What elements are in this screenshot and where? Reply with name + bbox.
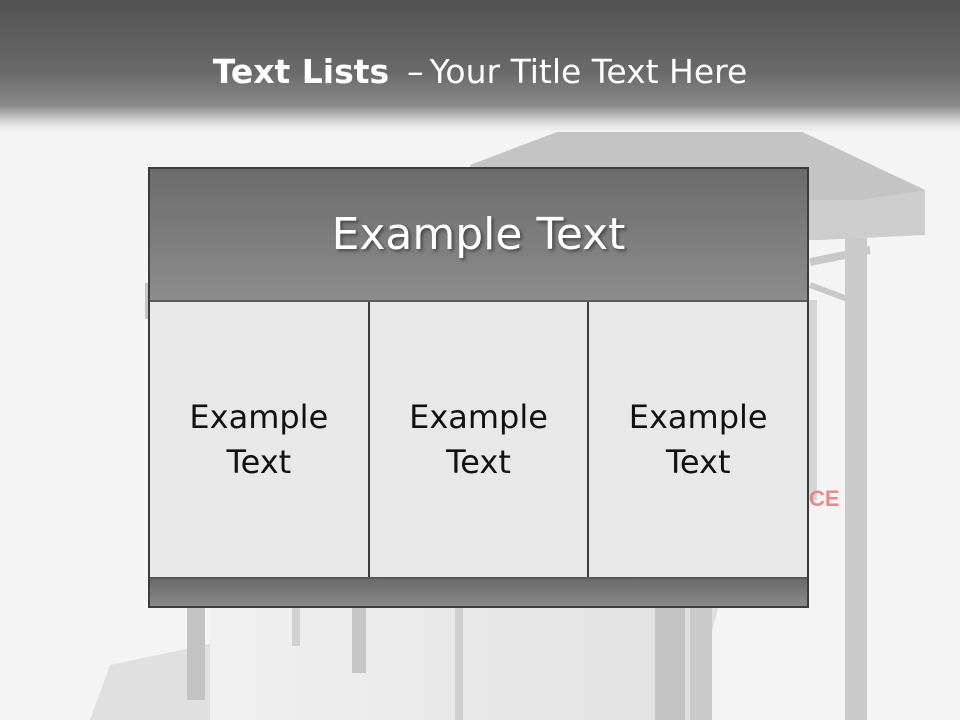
column-1-line1: Example — [189, 397, 329, 436]
column-3-line2: Text — [665, 442, 731, 481]
column-2-line1: Example — [409, 397, 548, 436]
column-1: Example Text — [150, 302, 368, 577]
column-3-line1: Example — [628, 397, 768, 436]
panel-columns: Example Text Example Text Example Text — [150, 302, 808, 577]
column-2-line2: Text — [446, 442, 511, 481]
title-rest: Your Title Text Here — [429, 52, 748, 91]
sign-partial-text: CE — [809, 486, 840, 511]
title-bar — [0, 0, 960, 132]
title-dash: – — [407, 52, 424, 91]
shelter-post-right — [845, 238, 867, 720]
column-3: Example Text — [589, 302, 808, 577]
text-list-panel: Example Text Example Text Example Text E… — [148, 167, 809, 608]
title-bold: Text Lists — [212, 52, 390, 91]
shelter-glass — [210, 608, 670, 720]
panel-header: Example Text — [150, 169, 807, 300]
slide-title: Text Lists–Your Title Text Here — [0, 52, 960, 91]
panel-footer — [150, 579, 807, 606]
column-1-line2: Text — [226, 442, 292, 481]
column-2: Example Text — [369, 302, 588, 577]
